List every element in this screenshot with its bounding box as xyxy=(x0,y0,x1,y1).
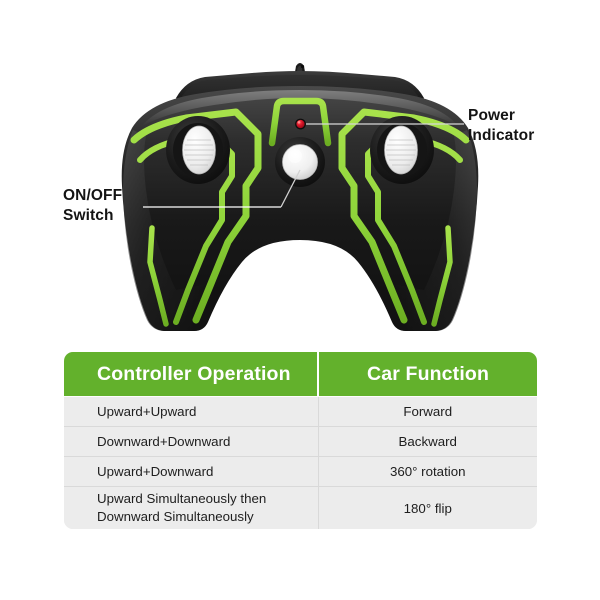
right-thumb-paddle xyxy=(370,116,434,184)
cell-operation: Upward+Upward xyxy=(64,396,319,427)
operation-text: Upward+Upward xyxy=(97,403,197,419)
table-header-row: Controller Operation Car Function xyxy=(64,352,537,397)
cell-function: Backward xyxy=(318,426,537,457)
operation-table-wrapper: Controller Operation Car Function Upward… xyxy=(64,352,537,529)
cell-function: Forward xyxy=(318,396,537,427)
table-row: Upward Simultaneously then Downward Simu… xyxy=(64,486,537,529)
power-button xyxy=(275,137,325,187)
power-indicator-led xyxy=(295,118,306,130)
onoff-leader-diagonal xyxy=(280,169,301,208)
column-header-car-function: Car Function xyxy=(318,352,537,397)
table-row: Upward+Upward Forward xyxy=(64,396,537,427)
table-row: Upward+Downward 360° rotation xyxy=(64,456,537,487)
cell-operation: Downward+Downward xyxy=(64,426,319,457)
operation-text: Downward+Downward xyxy=(97,433,231,449)
callout-power-indicator: Power Indicator xyxy=(468,107,535,144)
left-thumb-paddle xyxy=(166,116,230,184)
operation-text: Upward+Downward xyxy=(97,463,214,479)
column-header-controller-operation: Controller Operation xyxy=(64,352,319,397)
cell-operation: Upward+Downward xyxy=(64,456,319,487)
green-accent-center xyxy=(268,97,332,147)
operation-table: Controller Operation Car Function Upward… xyxy=(64,352,537,529)
cell-function: 360° rotation xyxy=(318,456,537,487)
cell-operation: Upward Simultaneously then Downward Simu… xyxy=(64,486,319,529)
table-row: Downward+Downward Backward xyxy=(64,426,537,457)
table-body: Upward+Upward Forward Downward+Downward … xyxy=(64,396,537,529)
cell-function: 180° flip xyxy=(318,486,537,529)
operation-text-line1: Upward Simultaneously then xyxy=(97,491,267,507)
leader-lines xyxy=(143,123,464,208)
table-header: Controller Operation Car Function xyxy=(64,352,537,397)
operation-text-line2: Downward Simultaneously xyxy=(97,509,254,524)
controller-illustration xyxy=(121,63,479,331)
callout-onoff-switch: ON/OFF Switch xyxy=(63,187,123,224)
